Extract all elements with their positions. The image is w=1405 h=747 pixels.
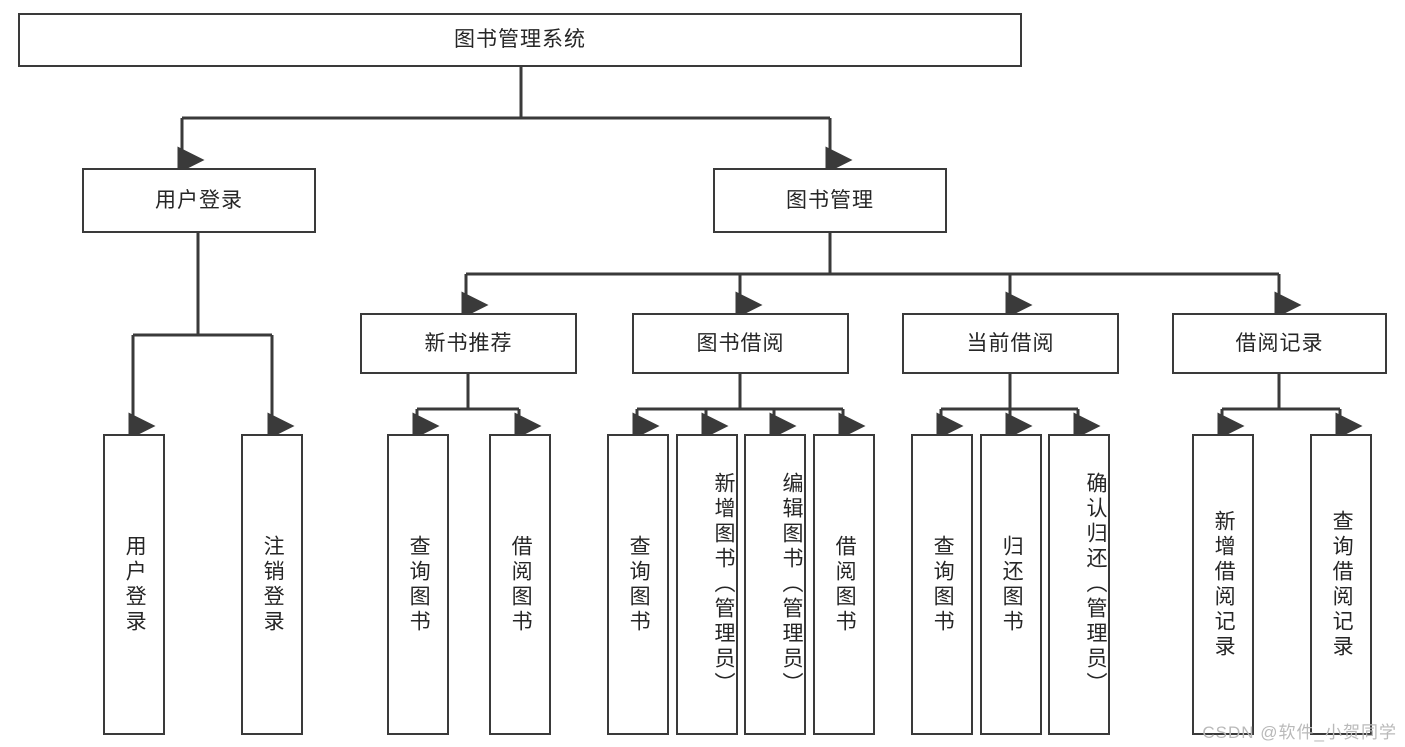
node-label: 图书管理系统 [454, 28, 586, 52]
node-book-management[interactable]: 图书管理 [713, 168, 947, 233]
node-label: 借阅记录 [1235, 331, 1324, 355]
node-label: 当前借阅 [966, 331, 1055, 355]
node-label: 查询图书 [407, 534, 431, 635]
node-label: 用户登录 [155, 188, 243, 212]
node-label: 新书推荐 [424, 331, 513, 355]
node-label: 确认归还（管理员） [1084, 472, 1107, 697]
node-current-borrow[interactable]: 当前借阅 [902, 313, 1119, 374]
node-label: 归还图书 [1000, 534, 1024, 635]
node-new-book-recommend[interactable]: 新书推荐 [360, 313, 577, 374]
node-label: 编辑图书（管理员） [780, 472, 803, 697]
leaf-record-query-record[interactable]: 查询借阅记录 [1310, 434, 1372, 735]
node-label: 图书管理 [786, 188, 874, 212]
node-label: 注销登录 [261, 534, 285, 635]
node-label: 图书借阅 [696, 331, 785, 355]
leaf-record-add-record[interactable]: 新增借阅记录 [1192, 434, 1254, 735]
node-user-login[interactable]: 用户登录 [82, 168, 316, 233]
node-label: 新增图书（管理员） [712, 472, 735, 697]
leaf-current-query-book[interactable]: 查询图书 [911, 434, 973, 735]
node-label: 查询图书 [931, 534, 955, 635]
node-book-borrow[interactable]: 图书借阅 [632, 313, 849, 374]
node-label: 查询图书 [627, 534, 651, 635]
node-root-book-management-system[interactable]: 图书管理系统 [18, 13, 1022, 67]
leaf-recommend-query-book[interactable]: 查询图书 [387, 434, 449, 735]
leaf-user-login-logout[interactable]: 注销登录 [241, 434, 303, 735]
leaf-user-login-login[interactable]: 用户登录 [103, 434, 165, 735]
leaf-current-confirm-return-admin[interactable]: 确认归还（管理员） [1048, 434, 1110, 735]
leaf-borrow-edit-book-admin[interactable]: 编辑图书（管理员） [744, 434, 806, 735]
node-label: 用户登录 [123, 534, 147, 635]
leaf-borrow-borrow-book[interactable]: 借阅图书 [813, 434, 875, 735]
node-label: 新增借阅记录 [1212, 509, 1236, 660]
leaf-borrow-query-book[interactable]: 查询图书 [607, 434, 669, 735]
node-label: 查询借阅记录 [1330, 509, 1354, 660]
node-label: 借阅图书 [833, 534, 857, 635]
leaf-current-return-book[interactable]: 归还图书 [980, 434, 1042, 735]
csdn-watermark: CSDN @软件_小贺同学 [1202, 723, 1397, 742]
leaf-borrow-add-book-admin[interactable]: 新增图书（管理员） [676, 434, 738, 735]
node-label: 借阅图书 [509, 534, 533, 635]
leaf-recommend-borrow-book[interactable]: 借阅图书 [489, 434, 551, 735]
node-borrow-record[interactable]: 借阅记录 [1172, 313, 1387, 374]
